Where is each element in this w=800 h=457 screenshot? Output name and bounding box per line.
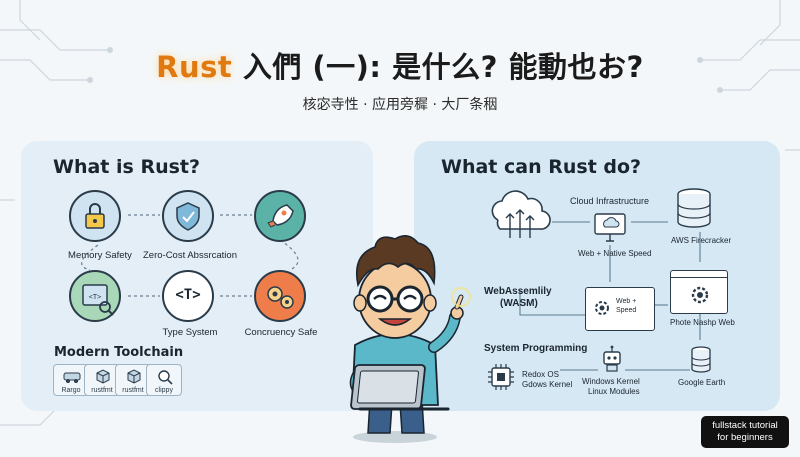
web-speed-label-1: Web + bbox=[616, 298, 637, 305]
concurrency-label: Concruency Safe bbox=[244, 327, 318, 338]
toolchain-title: Modern Toolchain bbox=[54, 345, 184, 360]
memory-safety-circle bbox=[69, 190, 121, 242]
zero-cost-label: Zero-Cost Abssrcation bbox=[143, 250, 237, 261]
tool-rustfmt-1: rustfmt bbox=[84, 364, 120, 396]
tool-label: Rargo bbox=[61, 387, 81, 394]
box-icon bbox=[96, 369, 110, 384]
win-kernel-label-2: Linux Modules bbox=[588, 387, 640, 396]
wasm-label-2: (WASM) bbox=[500, 298, 538, 309]
gear-icon bbox=[595, 301, 609, 315]
tool-label: rustfmt bbox=[122, 387, 144, 394]
box-icon bbox=[127, 369, 141, 384]
type-system-circle: <T> bbox=[162, 270, 214, 322]
wasm-label-1: WebAssemlily bbox=[484, 286, 552, 297]
gear-icon bbox=[691, 286, 709, 304]
memory-safety-label: Memory Safety bbox=[68, 250, 132, 261]
shield-icon bbox=[176, 202, 200, 231]
title-rest: 入們 (一): 是什么? 能動也お? bbox=[232, 50, 644, 84]
aws-label: AWS Firecracker bbox=[671, 236, 732, 245]
tool-rustfmt-2: rustfmt bbox=[115, 364, 151, 396]
type-code-circle: <T> bbox=[69, 270, 121, 322]
redox-label-2: Gdows Kernel bbox=[522, 380, 573, 389]
cloud-infra-label: Cloud Infrastructure bbox=[570, 196, 650, 206]
right-panel-title: What can Rust do? bbox=[441, 156, 642, 178]
cloud-icon bbox=[491, 190, 551, 238]
type-brackets-icon: <T> bbox=[175, 287, 201, 303]
google-earth-label: Google Earth bbox=[678, 378, 726, 387]
badge-line-1: fullstack tutorial bbox=[712, 420, 778, 431]
lock-icon bbox=[85, 203, 105, 229]
server-icon bbox=[691, 346, 711, 373]
type-code-icon: <T> bbox=[82, 284, 114, 316]
redox-label-1: Redox OS bbox=[522, 370, 559, 379]
monitor-cloud-icon bbox=[594, 213, 626, 242]
performance-circle bbox=[254, 190, 306, 242]
photo-web-label: Phote Nashp Web bbox=[670, 318, 735, 327]
photo-web-window bbox=[670, 270, 728, 314]
gears-icon bbox=[267, 286, 294, 309]
web-speed-label-2: Speed bbox=[616, 307, 637, 314]
page-subtitle: 核宓寺性 · 应用旁穉 · 大厂条秵 bbox=[302, 97, 498, 113]
tool-label: rustfmt bbox=[91, 387, 113, 394]
database-icon bbox=[677, 188, 711, 228]
badge-line-2: for beginners bbox=[717, 432, 773, 443]
concurrency-circle bbox=[254, 270, 306, 322]
robot-icon bbox=[603, 345, 621, 372]
mascot-illustration bbox=[349, 235, 471, 443]
car-icon bbox=[63, 372, 81, 383]
native-speed-label: Web + Native Speed bbox=[578, 249, 652, 258]
zero-cost-circle bbox=[162, 190, 214, 242]
title-rust: Rust bbox=[156, 50, 233, 84]
tutorial-badge: fullstack tutorial for beginners bbox=[701, 416, 789, 448]
magnifier-icon bbox=[158, 370, 173, 385]
tool-clippy: clippy bbox=[146, 364, 182, 396]
page-title: Rust 入們 (一): 是什么? 能動也お? bbox=[0, 44, 800, 86]
type-glyph-small: <T> bbox=[89, 293, 102, 301]
tool-label: clippy bbox=[155, 387, 173, 394]
win-kernel-label-1: Windows Kernel bbox=[582, 377, 640, 386]
sys-prog-label: System Programming bbox=[484, 343, 588, 354]
rocket-icon bbox=[267, 204, 294, 228]
chip-icon bbox=[488, 364, 514, 390]
type-system-label: Type System bbox=[162, 327, 218, 338]
tool-cargo: Rargo bbox=[53, 364, 89, 396]
left-panel-title: What is Rust? bbox=[53, 156, 201, 178]
web-speed-window: Web + Speed bbox=[585, 287, 655, 331]
